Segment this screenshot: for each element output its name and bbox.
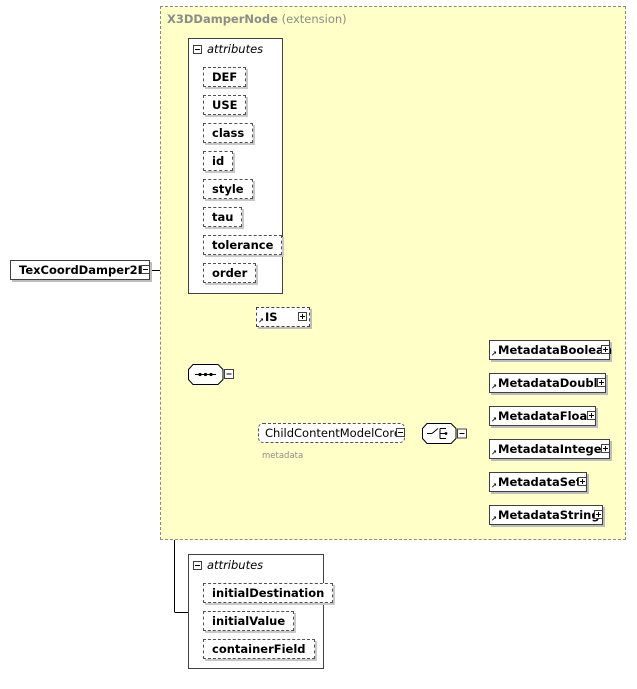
attribute-label: initialValue xyxy=(212,614,286,628)
attribute-initial-value[interactable]: initialValue xyxy=(203,611,295,631)
attribute-use[interactable]: USE xyxy=(203,95,247,115)
collapse-icon[interactable] xyxy=(141,265,150,274)
expand-icon[interactable] xyxy=(601,345,610,354)
attribute-initial-destination[interactable]: initialDestination xyxy=(203,583,334,603)
group-note: metadata xyxy=(262,451,304,461)
expand-icon[interactable] xyxy=(578,477,587,486)
attribute-tolerance[interactable]: tolerance xyxy=(203,235,283,255)
extension-attributes-header[interactable]: attributes xyxy=(193,42,263,56)
reference-arrow-icon: ↗ xyxy=(258,317,264,325)
attribute-style[interactable]: style xyxy=(203,179,253,199)
attribute-label: tolerance xyxy=(212,238,274,252)
extension-attributes-group: attributes DEF USE class id style tau to… xyxy=(188,38,283,294)
reference-arrow-icon: ↗ xyxy=(491,515,497,523)
reference-arrow-icon: ↗ xyxy=(491,416,497,424)
expand-icon[interactable] xyxy=(298,312,307,321)
metadata-integer-element[interactable]: ↗ MetadataInteger xyxy=(489,439,610,459)
reference-arrow-icon: ↗ xyxy=(491,350,497,358)
reference-arrow-icon: ↗ xyxy=(491,482,497,490)
metadata-float-element[interactable]: ↗ MetadataFloat xyxy=(489,406,596,426)
attribute-container-field[interactable]: containerField xyxy=(203,639,315,659)
attribute-label: initialDestination xyxy=(212,586,325,600)
reference-arrow-icon: ↗ xyxy=(491,449,497,457)
expand-icon[interactable] xyxy=(601,444,610,453)
extension-attributes-title: attributes xyxy=(207,42,264,56)
metadata-string-element[interactable]: ↗ MetadataString xyxy=(489,505,603,525)
element-label: MetadataString xyxy=(498,508,600,522)
element-label: MetadataDouble xyxy=(498,376,606,390)
attribute-id[interactable]: id xyxy=(203,151,234,171)
element-label: MetadataSet xyxy=(498,475,582,489)
expand-icon[interactable] xyxy=(594,510,603,519)
attribute-label: USE xyxy=(212,98,238,112)
attribute-label: containerField xyxy=(212,642,306,656)
attribute-label: class xyxy=(212,126,245,140)
metadata-double-element[interactable]: ↗ MetadataDouble xyxy=(489,373,606,393)
collapse-icon[interactable] xyxy=(193,44,202,54)
metadata-boolean-element[interactable]: ↗ MetadataBoolean xyxy=(489,340,613,360)
expand-icon[interactable] xyxy=(597,378,606,387)
is-element[interactable]: ↗ IS xyxy=(256,307,310,327)
attribute-label: style xyxy=(212,182,244,196)
group-label: ChildContentModelCore xyxy=(265,426,401,440)
attribute-class[interactable]: class xyxy=(203,123,254,143)
root-element-label: TexCoordDamper2D xyxy=(19,263,148,277)
own-attributes-title: attributes xyxy=(207,558,264,572)
extension-kind: (extension) xyxy=(281,12,347,26)
attribute-label: DEF xyxy=(212,70,238,84)
child-content-model-core-group[interactable]: ChildContentModelCore xyxy=(258,423,405,443)
expand-icon[interactable] xyxy=(587,411,596,420)
collapse-icon[interactable] xyxy=(193,560,202,570)
element-label: MetadataInteger xyxy=(498,442,608,456)
collapse-icon[interactable] xyxy=(396,428,405,437)
metadata-set-element[interactable]: ↗ MetadataSet xyxy=(489,472,587,492)
attribute-order[interactable]: order xyxy=(203,263,257,283)
extension-title: X3DDamperNode (extension) xyxy=(167,12,347,26)
is-element-label: IS xyxy=(265,310,278,324)
attribute-label: id xyxy=(212,154,225,168)
attribute-tau[interactable]: tau xyxy=(203,207,243,227)
attribute-def[interactable]: DEF xyxy=(203,67,247,87)
choice-compositor-icon[interactable] xyxy=(422,423,468,445)
element-label: MetadataFloat xyxy=(498,409,593,423)
attribute-label: tau xyxy=(212,210,234,224)
sequence-compositor-icon[interactable] xyxy=(188,364,236,386)
own-attributes-group: attributes initialDestination initialVal… xyxy=(188,554,334,669)
reference-arrow-icon: ↗ xyxy=(491,383,497,391)
attribute-label: order xyxy=(212,266,248,280)
extension-name: X3DDamperNode xyxy=(167,12,278,26)
element-label: MetadataBoolean xyxy=(498,343,613,357)
own-attributes-header[interactable]: attributes xyxy=(193,558,263,572)
root-element[interactable]: TexCoordDamper2D xyxy=(10,260,150,280)
